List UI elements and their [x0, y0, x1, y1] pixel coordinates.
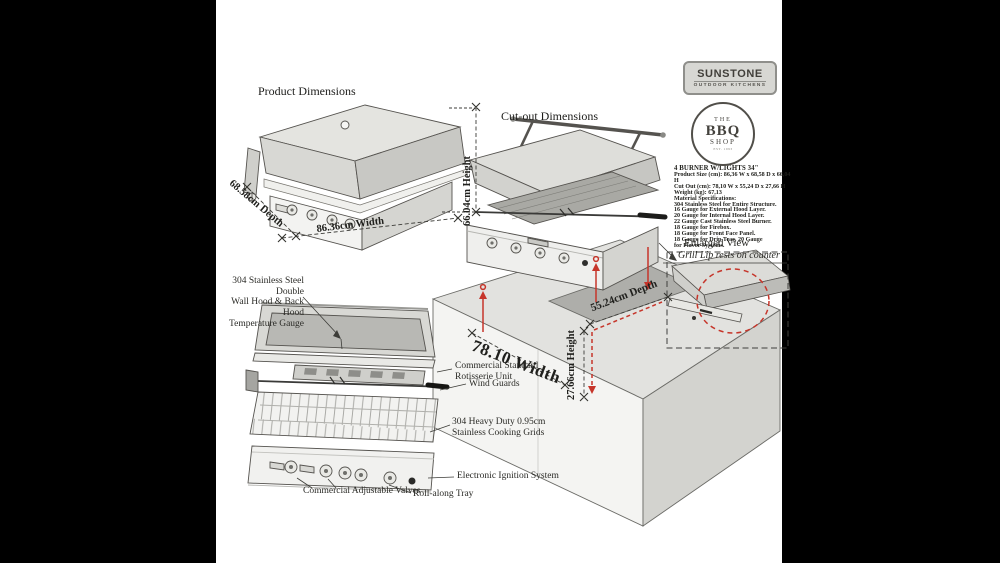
bbq-shop-logo: THE BBQ SHOP EST. 1993 [691, 102, 755, 166]
sunstone-logo-wordmark: SUNSTONE [697, 67, 763, 80]
callout-ignition: Electronic Ignition System [457, 471, 559, 481]
cutout-grill-illustration [466, 116, 668, 291]
dimension-lines [242, 102, 673, 402]
enlarged-view-illustration [666, 249, 791, 349]
product-dimensions-title: Product Dimensions [258, 84, 356, 98]
product-grill-illustration [243, 104, 468, 251]
red-direction-arrows [479, 247, 663, 394]
callout-tray: Roll-along Tray [413, 489, 474, 499]
sunstone-logo-subtitle: OUTDOOR KITCHENS [693, 80, 767, 88]
sunstone-logo: SUNSTONE OUTDOOR KITCHENS [683, 61, 777, 95]
callout-cooking-grids: 304 Heavy Duty 0.95cm Stainless Cooking … [452, 417, 546, 438]
feature-grill-illustration [245, 302, 450, 493]
product-height-label: 66.04cm Height [462, 156, 473, 226]
enlarged-view-title: Enlarged View [684, 237, 750, 249]
cutout-dimensions-title: Cut-out Dimensions [501, 109, 599, 123]
grill-lip-highlight-circle [696, 268, 770, 334]
spec-heading: 4 BURNER W/LIGHTS 34" [674, 165, 759, 172]
spec-block: 4 BURNER W/LIGHTS 34" Product Size (cm):… [674, 165, 791, 249]
grill-lip-note: Grill Lip rests on counter [678, 250, 780, 261]
callout-hood: 304 Stainless Steel Double Wall Hood & B… [228, 276, 304, 329]
x-end-marks [242, 102, 673, 402]
callout-valves: Commercial Adjustable Valves [303, 486, 421, 496]
callout-leader-lines [296, 242, 787, 494]
cutout-height-label: 27.66cm Height [566, 330, 577, 400]
callout-rotisserie: Commercial Standard Rotisserie Unit [455, 361, 539, 382]
callout-wind-guards: Wind Guards [469, 379, 520, 389]
enlarged-view-frame [666, 251, 789, 349]
